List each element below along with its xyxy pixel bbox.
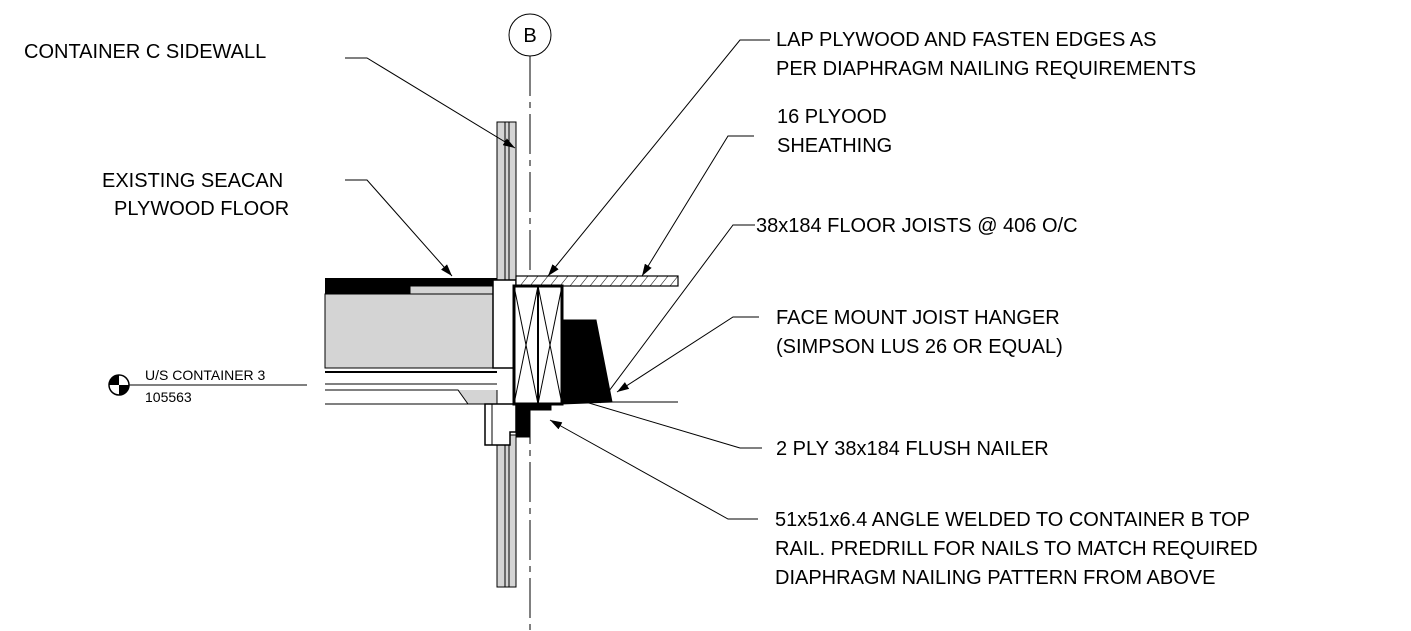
callout-hanger-line1: FACE MOUNT JOIST HANGER (776, 307, 1060, 329)
callout-floor-line1: EXISTING SEACAN (102, 170, 283, 192)
leader-joists (599, 224, 755, 404)
level-name: U/S CONTAINER 3 (145, 367, 266, 383)
container-b-sidewall-lower (496, 434, 517, 588)
callout-angle-line1: 51x51x6.4 ANGLE WELDED TO CONTAINER B TO… (775, 509, 1250, 531)
callout-sheathing-line1: 16 PLYOOD (777, 106, 887, 128)
leaders (345, 39, 770, 520)
level-elevation: 105563 (145, 389, 192, 405)
flush-nailer (512, 284, 564, 406)
callout-floor-line2: PLYWOOD FLOOR (114, 198, 289, 220)
callout-sidewall: CONTAINER C SIDEWALL (24, 41, 266, 63)
steel-angle (515, 403, 552, 438)
leader-nailer (561, 394, 741, 449)
existing-seacan-floor (324, 278, 517, 446)
container-c-sidewall-upper (496, 121, 517, 281)
grid-bubble-label: B (523, 25, 536, 47)
callout-angle-line2: RAIL. PREDRILL FOR NAILS TO MATCH REQUIR… (775, 538, 1258, 560)
plywood-sheathing (515, 275, 679, 287)
callout-angle-line3: DIAPHRAGM NAILING PATTERN FROM ABOVE (775, 567, 1215, 589)
leader-angle (549, 419, 758, 520)
leader-hanger (616, 316, 759, 393)
callout-lap-line1: LAP PLYWOOD AND FASTEN EDGES AS (776, 29, 1157, 51)
leader-sheathing (641, 135, 754, 277)
leader-floor (345, 179, 453, 277)
callout-joists: 38x184 FLOOR JOISTS @ 406 O/C (756, 215, 1078, 237)
leader-sidewall (345, 57, 516, 149)
callout-nailer: 2 PLY 38x184 FLUSH NAILER (776, 438, 1049, 460)
callout-sheathing-line2: SHEATHING (777, 135, 892, 157)
level-marker: U/S CONTAINER 3 105563 (108, 367, 307, 405)
joist-hanger (561, 319, 613, 405)
callout-lap-line2: PER DIAPHRAGM NAILING REQUIREMENTS (776, 58, 1196, 80)
leader-lap (547, 39, 770, 277)
grid-line-b: B (508, 13, 552, 631)
callout-hanger-line2: (SIMPSON LUS 26 OR EQUAL) (776, 336, 1063, 358)
